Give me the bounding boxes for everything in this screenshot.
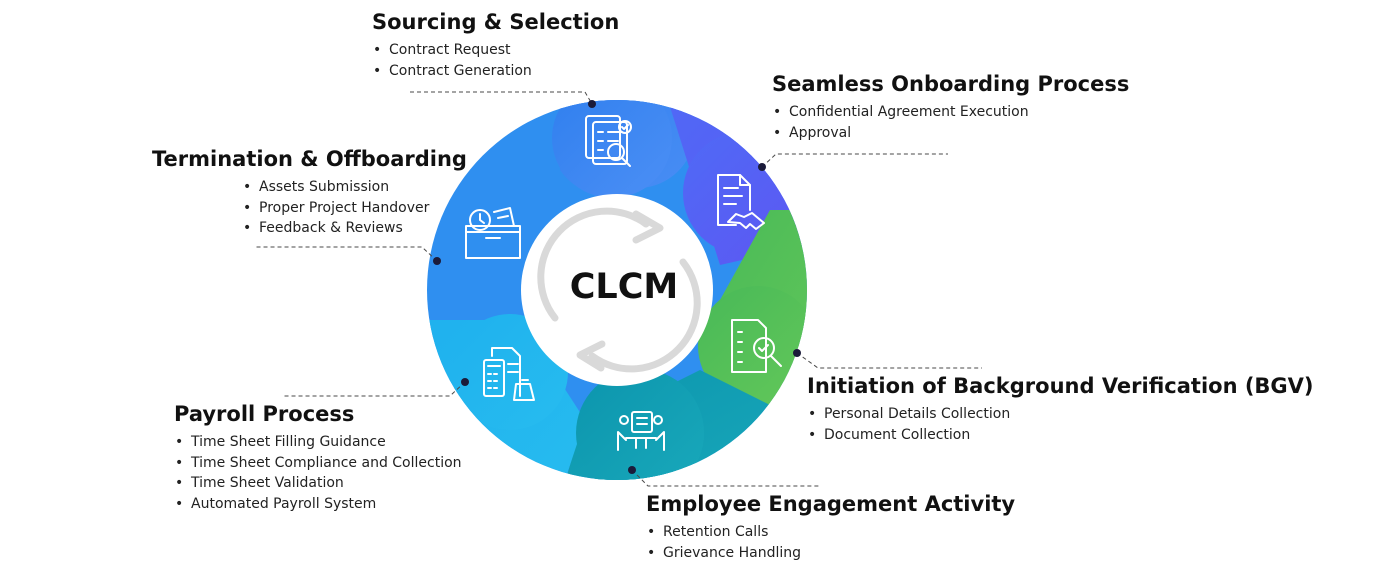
stage-payroll: Payroll Process Time Sheet Filling Guida…	[174, 401, 462, 515]
stage-item: Contract Generation	[372, 61, 619, 82]
stage-title: Payroll Process	[174, 402, 355, 426]
stage-item: Document Collection	[807, 425, 1314, 446]
leader-dot-engagement	[628, 466, 636, 474]
leader-dot-onboarding	[758, 163, 766, 171]
stage-engagement: Employee Engagement Activity Retention C…	[646, 491, 1015, 563]
segment-sourcing-blob	[552, 100, 672, 198]
stage-item: Retention Calls	[646, 522, 1015, 543]
stage-item: Grievance Handling	[646, 543, 1015, 564]
stage-title: Employee Engagement Activity	[646, 492, 1016, 516]
stage-title: Termination & Offboarding	[152, 147, 467, 171]
leader-dot-termination	[433, 257, 441, 265]
stage-items: Assets Submission Proper Project Handove…	[242, 177, 467, 239]
stage-item: Time Sheet Validation	[174, 473, 462, 494]
stage-items: Confidential Agreement Execution Approva…	[772, 102, 1129, 143]
stage-title: Sourcing & Selection	[372, 10, 620, 34]
stage-bgv: Initiation of Background Verification (B…	[807, 373, 1314, 445]
leader-line-bgv	[796, 352, 982, 369]
stage-item: Personal Details Collection	[807, 404, 1314, 425]
leader-dot-payroll	[461, 378, 469, 386]
center-disc	[521, 194, 713, 386]
stage-items: Personal Details Collection Document Col…	[807, 404, 1314, 445]
stage-title: Initiation of Background Verification (B…	[807, 374, 1314, 398]
stage-item: Contract Request	[372, 40, 619, 61]
stage-onboarding: Seamless Onboarding Process Confidential…	[772, 71, 1129, 143]
stage-items: Time Sheet Filling Guidance Time Sheet C…	[174, 432, 462, 515]
stage-item: Time Sheet Filling Guidance	[174, 432, 462, 453]
stage-item: Assets Submission	[242, 177, 467, 198]
center-label: CLCM	[569, 267, 679, 307]
meeting-people-icon	[617, 411, 665, 451]
stage-title: Seamless Onboarding Process	[772, 72, 1130, 96]
stage-item: Automated Payroll System	[174, 494, 462, 515]
leader-line-termination	[254, 246, 438, 262]
leader-line-sourcing	[410, 91, 593, 105]
calculator-money-icon	[483, 347, 535, 401]
leader-line-onboarding	[761, 153, 948, 168]
leader-line-payroll	[282, 381, 466, 397]
document-search-icon	[585, 115, 632, 167]
stage-items: Contract Request Contract Generation	[372, 40, 619, 81]
leader-lines	[254, 91, 982, 487]
stage-item: Time Sheet Compliance and Collection	[174, 453, 462, 474]
stage-item: Feedback & Reviews	[242, 218, 467, 239]
cycle-arrows-icon	[537, 207, 701, 373]
checklist-magnifier-icon	[731, 319, 782, 373]
stage-items: Retention Calls Grievance Handling	[646, 522, 1015, 563]
handshake-document-icon	[717, 174, 765, 230]
leader-dot-sourcing	[588, 100, 596, 108]
leader-dots	[433, 100, 801, 474]
stage-sourcing: Sourcing & Selection Contract Request Co…	[372, 9, 619, 81]
leader-line-engagement	[631, 469, 820, 487]
stage-item: Proper Project Handover	[242, 198, 467, 219]
stage-termination: Termination & Offboarding Assets Submiss…	[152, 146, 467, 239]
stage-item: Confidential Agreement Execution	[772, 102, 1129, 123]
leader-dot-bgv	[793, 349, 801, 357]
stage-item: Approval	[772, 123, 1129, 144]
